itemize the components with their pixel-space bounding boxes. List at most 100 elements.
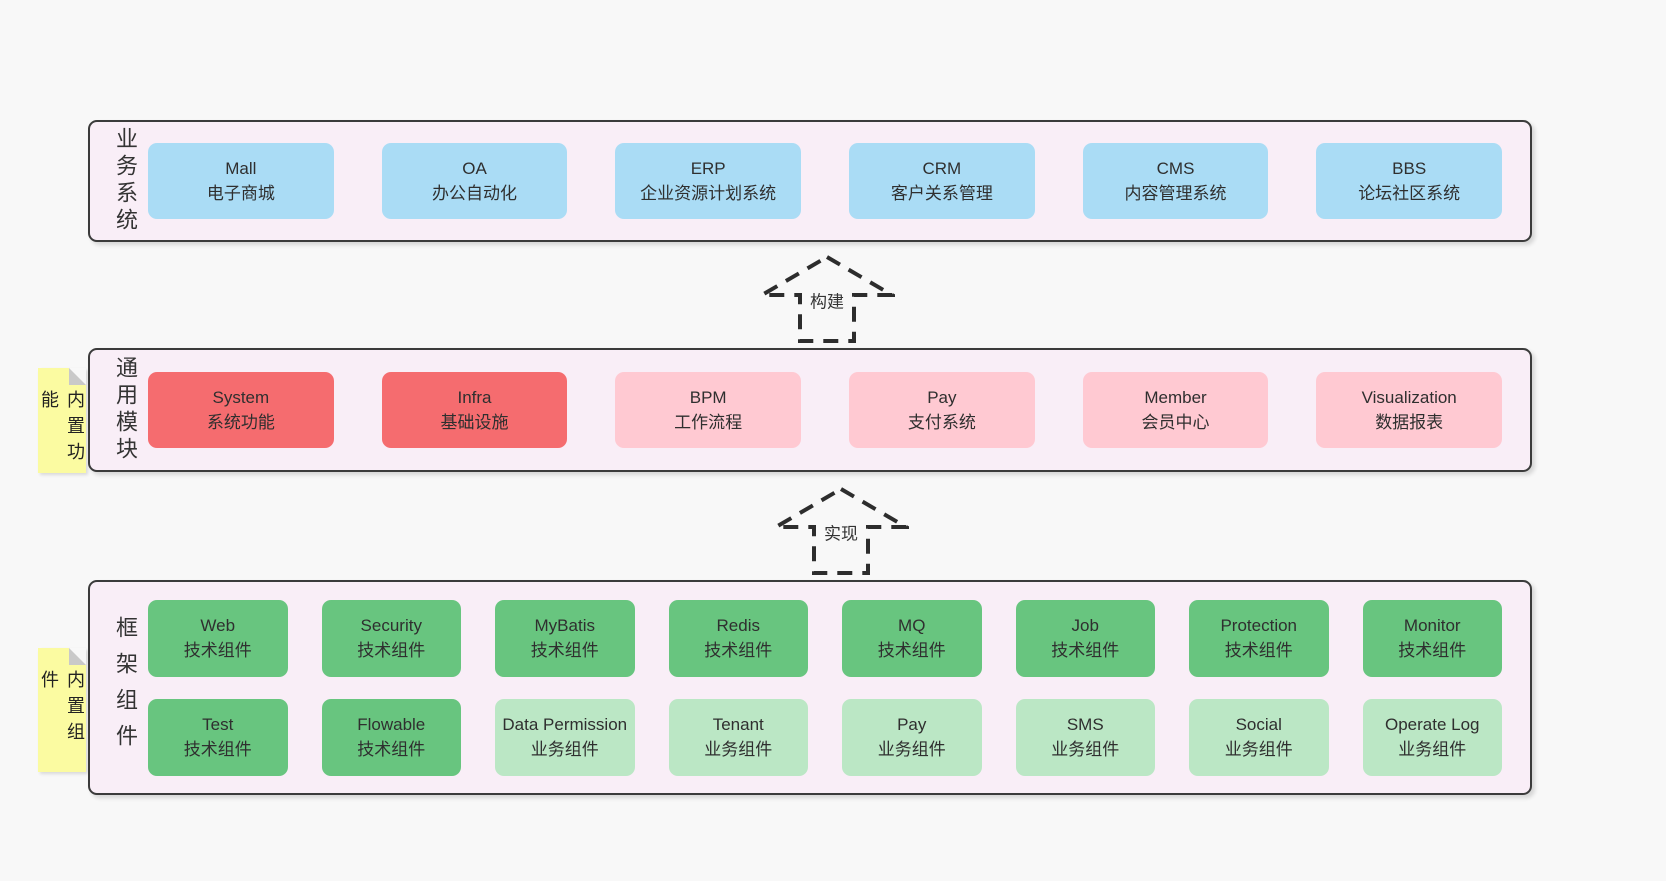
folded-corner-icon xyxy=(69,368,86,385)
box-desc: 电子商城 xyxy=(206,184,275,203)
layer-business-label: 业务系统 xyxy=(113,127,138,235)
box-data-permission: Data Permission 业务组件 xyxy=(495,698,635,776)
box-desc: 内容管理系统 xyxy=(1124,184,1227,203)
box-tenant: Tenant 业务组件 xyxy=(668,698,808,776)
arrow-implement-label: 实现 xyxy=(820,517,862,547)
box-pay: Pay 支付系统 xyxy=(849,372,1035,448)
box-name: Monitor xyxy=(1403,616,1461,635)
box-redis: Redis 技术组件 xyxy=(668,599,808,677)
box-web: Web 技术组件 xyxy=(148,599,288,677)
box-desc: 业务组件 xyxy=(1224,740,1293,759)
layer-common-modules: 通用模块 System 系统功能 Infra 基础设施 BPM 工作流程 Pay… xyxy=(88,348,1532,472)
layer-framework-components: 框架组件 Web 技术组件 Security 技术组件 MyBatis 技术组件… xyxy=(88,580,1532,795)
box-name: Test xyxy=(202,715,234,734)
box-desc: 业务组件 xyxy=(704,740,773,759)
box-protection: Protection 技术组件 xyxy=(1189,599,1329,677)
box-name: CRM xyxy=(922,159,962,178)
box-test: Test 技术组件 xyxy=(148,698,288,776)
business-box-row: Mall 电子商城 OA 办公自动化 ERP 企业资源计划系统 CRM 客户关系… xyxy=(148,143,1503,219)
box-desc: 业务组件 xyxy=(530,740,599,759)
box-name: OA xyxy=(462,159,487,178)
arrow-implement: 实现 xyxy=(773,486,909,576)
box-desc: 业务组件 xyxy=(1051,740,1120,759)
box-desc: 企业资源计划系统 xyxy=(640,184,777,203)
box-mall: Mall 电子商城 xyxy=(148,143,334,219)
box-erp: ERP 企业资源计划系统 xyxy=(615,143,802,219)
note-built-in-features-label: 内置功能 xyxy=(39,390,85,468)
box-desc: 数据报表 xyxy=(1375,413,1444,432)
components-box-row-1: Web 技术组件 Security 技术组件 MyBatis 技术组件 Redi… xyxy=(148,599,1502,677)
box-desc: 技术组件 xyxy=(183,740,252,759)
box-name: Data Permission xyxy=(502,715,628,734)
box-name: Flowable xyxy=(357,715,426,734)
box-desc: 技术组件 xyxy=(357,740,426,759)
box-desc: 技术组件 xyxy=(357,641,426,660)
layer-components-label: 框架组件 xyxy=(113,615,138,760)
box-desc: 工作流程 xyxy=(674,413,743,432)
box-name: Member xyxy=(1144,388,1207,407)
box-security: Security 技术组件 xyxy=(321,599,461,677)
box-pay-component: Pay 业务组件 xyxy=(842,698,982,776)
box-desc: 技术组件 xyxy=(704,641,773,660)
box-job: Job 技术组件 xyxy=(1015,599,1155,677)
arrow-build: 构建 xyxy=(759,254,895,344)
box-name: Pay xyxy=(927,388,957,407)
box-desc: 会员中心 xyxy=(1141,413,1210,432)
box-visualization: Visualization 数据报表 xyxy=(1316,372,1503,448)
box-cms: CMS 内容管理系统 xyxy=(1082,143,1269,219)
box-member: Member 会员中心 xyxy=(1082,372,1269,448)
box-desc: 业务组件 xyxy=(1398,740,1467,759)
box-sms: SMS 业务组件 xyxy=(1015,698,1155,776)
box-name: Job xyxy=(1071,616,1099,635)
box-mq: MQ 技术组件 xyxy=(842,599,982,677)
layer-modules-label: 通用模块 xyxy=(113,356,138,464)
box-bbs: BBS 论坛社区系统 xyxy=(1316,143,1503,219)
box-name: SMS xyxy=(1066,715,1104,734)
box-desc: 系统功能 xyxy=(206,413,275,432)
box-name: BBS xyxy=(1392,159,1427,178)
box-desc: 技术组件 xyxy=(877,641,946,660)
box-desc: 技术组件 xyxy=(183,641,252,660)
box-name: MQ xyxy=(898,616,926,635)
box-monitor: Monitor 技术组件 xyxy=(1362,599,1502,677)
box-desc: 支付系统 xyxy=(907,413,976,432)
box-name: Security xyxy=(360,616,422,635)
box-system: System 系统功能 xyxy=(148,372,334,448)
components-box-row-2: Test 技术组件 Flowable 技术组件 Data Permission … xyxy=(148,698,1502,776)
note-built-in-features: 内置功能 xyxy=(38,368,86,473)
box-social: Social 业务组件 xyxy=(1189,698,1329,776)
box-flowable: Flowable 技术组件 xyxy=(321,698,461,776)
box-name: CMS xyxy=(1156,159,1195,178)
box-name: Web xyxy=(200,616,236,635)
box-name: BPM xyxy=(689,388,727,407)
box-name: Pay xyxy=(897,715,927,734)
dashed-up-arrow-icon xyxy=(773,486,909,575)
box-desc: 论坛社区系统 xyxy=(1358,184,1461,203)
note-built-in-components-label: 内置组件 xyxy=(39,670,85,748)
box-mybatis: MyBatis 技术组件 xyxy=(495,599,635,677)
modules-box-row: System 系统功能 Infra 基础设施 BPM 工作流程 Pay 支付系统… xyxy=(148,372,1503,448)
box-desc: 技术组件 xyxy=(530,641,599,660)
box-name: Infra xyxy=(457,388,492,407)
box-crm: CRM 客户关系管理 xyxy=(849,143,1035,219)
folded-corner-icon xyxy=(69,648,86,665)
box-desc: 技术组件 xyxy=(1051,641,1120,660)
box-name: Tenant xyxy=(712,715,764,734)
box-name: Visualization xyxy=(1361,388,1457,407)
box-name: Protection xyxy=(1220,616,1298,635)
box-bpm: BPM 工作流程 xyxy=(615,372,802,448)
box-infra: Infra 基础设施 xyxy=(381,372,568,448)
box-oa: OA 办公自动化 xyxy=(381,143,568,219)
box-operate-log: Operate Log 业务组件 xyxy=(1362,698,1502,776)
box-desc: 基础设施 xyxy=(440,413,509,432)
box-desc: 客户关系管理 xyxy=(890,184,993,203)
layer-business-systems: 业务系统 Mall 电子商城 OA 办公自动化 ERP 企业资源计划系统 CRM… xyxy=(88,120,1532,242)
box-desc: 技术组件 xyxy=(1398,641,1467,660)
box-name: Operate Log xyxy=(1384,715,1480,734)
box-name: ERP xyxy=(690,159,726,178)
box-name: Social xyxy=(1235,715,1282,734)
box-name: Redis xyxy=(716,616,760,635)
box-desc: 办公自动化 xyxy=(432,184,517,203)
note-built-in-components: 内置组件 xyxy=(38,648,86,772)
box-name: Mall xyxy=(225,159,257,178)
